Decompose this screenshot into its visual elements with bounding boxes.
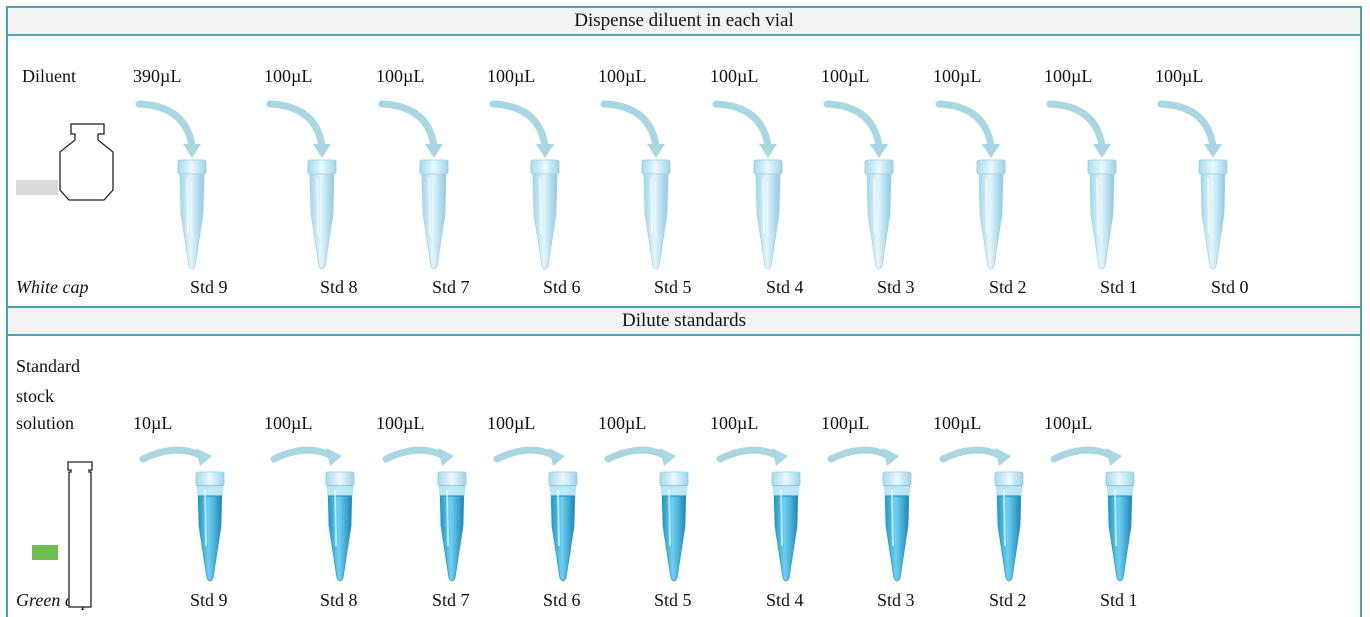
tube-diluent-8 xyxy=(1087,159,1117,270)
transfer-arrow-8 xyxy=(1050,446,1122,466)
tube-label: Std 4 xyxy=(766,277,804,297)
diluent-label: Diluent xyxy=(22,66,76,86)
volume-label: 100µL xyxy=(710,413,759,433)
volume-label: 10µL xyxy=(133,413,173,433)
tube-label: Std 2 xyxy=(989,590,1027,610)
tube-label: Std 8 xyxy=(320,277,358,297)
tube-diluent-7 xyxy=(976,159,1006,270)
volume-label: 390µL xyxy=(133,66,182,86)
pour-arrow-3 xyxy=(489,100,554,158)
tube-label: Std 6 xyxy=(543,277,581,297)
tube-standard-8 xyxy=(1105,471,1135,582)
tube-label: Std 0 xyxy=(1211,277,1249,297)
tube-label: Std 5 xyxy=(654,590,692,610)
tube-label: Std 3 xyxy=(877,277,915,297)
stock-label-line1: Standard xyxy=(16,356,80,376)
tube-standard-2 xyxy=(437,471,467,582)
tube-standard-3 xyxy=(548,471,578,582)
diluent-bottle-icon xyxy=(16,123,114,201)
transfer-arrow-6 xyxy=(827,446,899,466)
volume-label: 100µL xyxy=(598,66,647,86)
volume-label: 100µL xyxy=(710,66,759,86)
transfer-arrow-4 xyxy=(604,446,676,466)
transfer-arrow-1 xyxy=(270,446,342,466)
transfer-arrow-5 xyxy=(716,446,788,466)
tube-label: Std 9 xyxy=(190,277,228,297)
tube-standard-1 xyxy=(325,471,355,582)
white-cap-icon xyxy=(16,180,58,195)
volume-label: 100µL xyxy=(821,66,870,86)
volume-label: 100µL xyxy=(933,413,982,433)
tube-standard-5 xyxy=(771,471,801,582)
tube-diluent-2 xyxy=(419,159,449,270)
tube-label: Std 7 xyxy=(432,277,470,297)
tube-label: Std 5 xyxy=(654,277,692,297)
transfer-arrow-0 xyxy=(139,446,212,466)
volume-label: 100µL xyxy=(376,413,425,433)
pour-arrow-5 xyxy=(712,100,777,158)
pour-arrow-9 xyxy=(1157,100,1222,158)
section2-title: Dilute standards xyxy=(621,310,746,331)
stock-label-line2: stock xyxy=(16,386,54,406)
tube-label: Std 7 xyxy=(432,590,470,610)
tube-standard-0 xyxy=(195,471,225,582)
tube-label: Std 2 xyxy=(989,277,1027,297)
pour-arrow-1 xyxy=(266,100,331,158)
tube-diluent-1 xyxy=(307,159,337,270)
tube-label: Std 4 xyxy=(766,590,804,610)
white-cap-label: White cap xyxy=(16,277,89,297)
tube-label: Std 6 xyxy=(543,590,581,610)
tube-standard-7 xyxy=(994,471,1024,582)
volume-label: 100µL xyxy=(264,66,313,86)
tube-diluent-3 xyxy=(530,159,560,270)
tube-label: Std 9 xyxy=(190,590,228,610)
stock-tube-icon xyxy=(32,461,93,608)
volume-label: 100µL xyxy=(933,66,982,86)
tube-diluent-4 xyxy=(641,159,671,270)
volume-label: 100µL xyxy=(487,413,536,433)
tube-label: Std 3 xyxy=(877,590,915,610)
tube-diluent-9 xyxy=(1198,159,1228,270)
tube-diluent-6 xyxy=(864,159,894,270)
transfer-arrow-7 xyxy=(939,446,1011,466)
pour-arrow-2 xyxy=(378,100,443,158)
pour-arrow-6 xyxy=(823,100,888,158)
volume-label: 100µL xyxy=(1155,66,1204,86)
tube-label: Std 8 xyxy=(320,590,358,610)
volume-label: 100µL xyxy=(821,413,870,433)
section1-title: Dispense diluent in each vial xyxy=(574,10,794,31)
tube-label: Std 1 xyxy=(1100,590,1138,610)
pour-arrow-8 xyxy=(1046,100,1111,158)
volume-label: 100µL xyxy=(487,66,536,86)
volume-label: 100µL xyxy=(1044,413,1093,433)
pour-arrow-0 xyxy=(135,100,201,158)
tube-diluent-5 xyxy=(753,159,783,270)
volume-label: 100µL xyxy=(376,66,425,86)
green-cap-icon xyxy=(32,545,58,560)
section1-header: Dispense diluent in each vial xyxy=(6,6,1362,36)
tube-diluent-0 xyxy=(177,159,207,270)
tube-standard-4 xyxy=(659,471,689,582)
stock-label-line3: solution xyxy=(16,413,75,433)
volume-label: 100µL xyxy=(264,413,313,433)
section2-header: Dilute standards xyxy=(6,306,1362,336)
volume-label: 100µL xyxy=(1044,66,1093,86)
pour-arrow-7 xyxy=(935,100,1000,158)
volume-label: 100µL xyxy=(598,413,647,433)
tube-label: Std 1 xyxy=(1100,277,1138,297)
pour-arrow-4 xyxy=(600,100,665,158)
transfer-arrow-3 xyxy=(493,446,565,466)
tube-standard-6 xyxy=(882,471,912,582)
transfer-arrow-2 xyxy=(382,446,454,466)
